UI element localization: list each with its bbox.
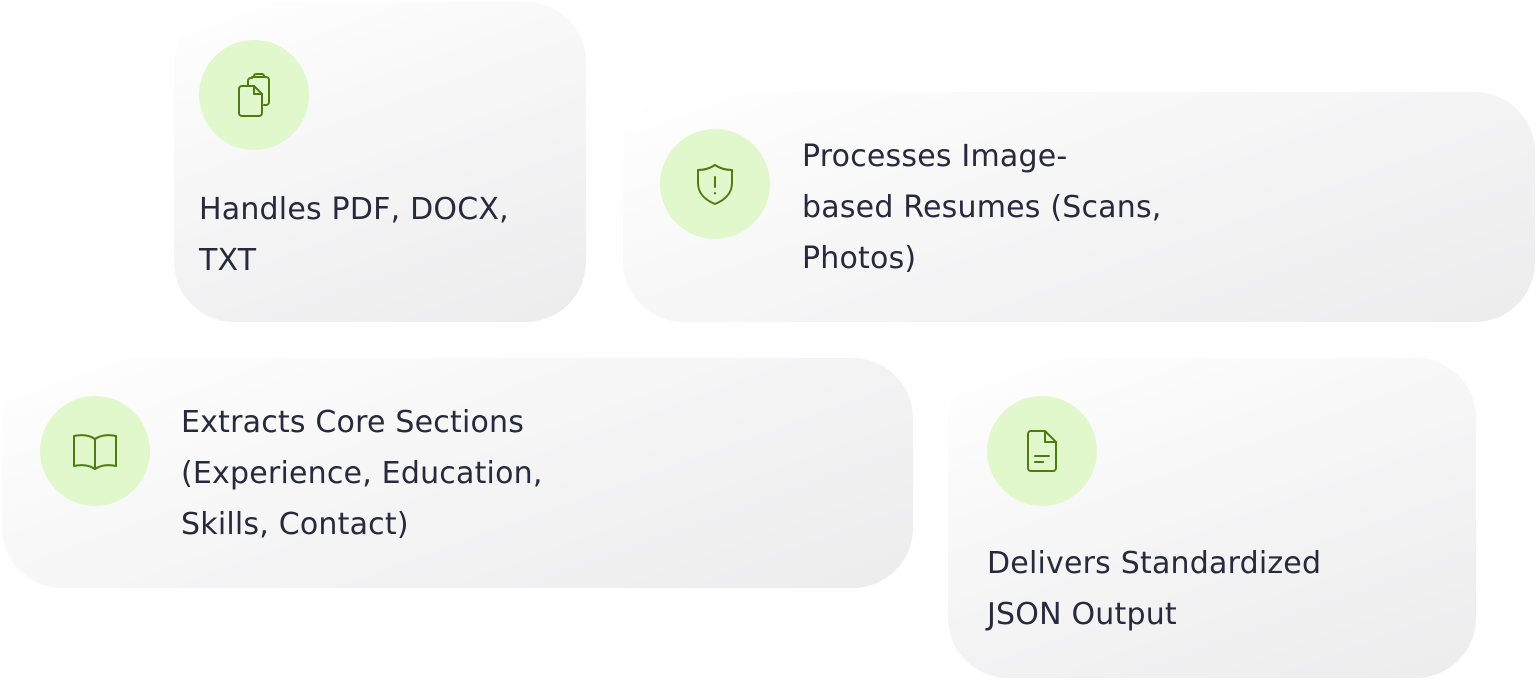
file-copy-icon	[199, 40, 309, 150]
feature-card-file-formats: Handles PDF, DOCX, TXT	[174, 2, 586, 322]
feature-label: Handles PDF, DOCX, TXT	[199, 192, 509, 278]
feature-label: Processes Image- based Resumes (Scans, P…	[802, 139, 1162, 276]
feature-card-core-sections: Extracts Core Sections (Experience, Educ…	[2, 358, 913, 588]
feature-card-json-output: Delivers Standardized JSON Output	[948, 358, 1476, 678]
document-text-icon	[987, 396, 1097, 506]
feature-card-image-resumes: Processes Image- based Resumes (Scans, P…	[623, 92, 1535, 322]
open-book-icon	[40, 396, 150, 506]
feature-label: Delivers Standardized JSON Output	[987, 546, 1322, 632]
feature-label: Extracts Core Sections (Experience, Educ…	[181, 405, 543, 542]
shield-alert-icon	[660, 129, 770, 239]
